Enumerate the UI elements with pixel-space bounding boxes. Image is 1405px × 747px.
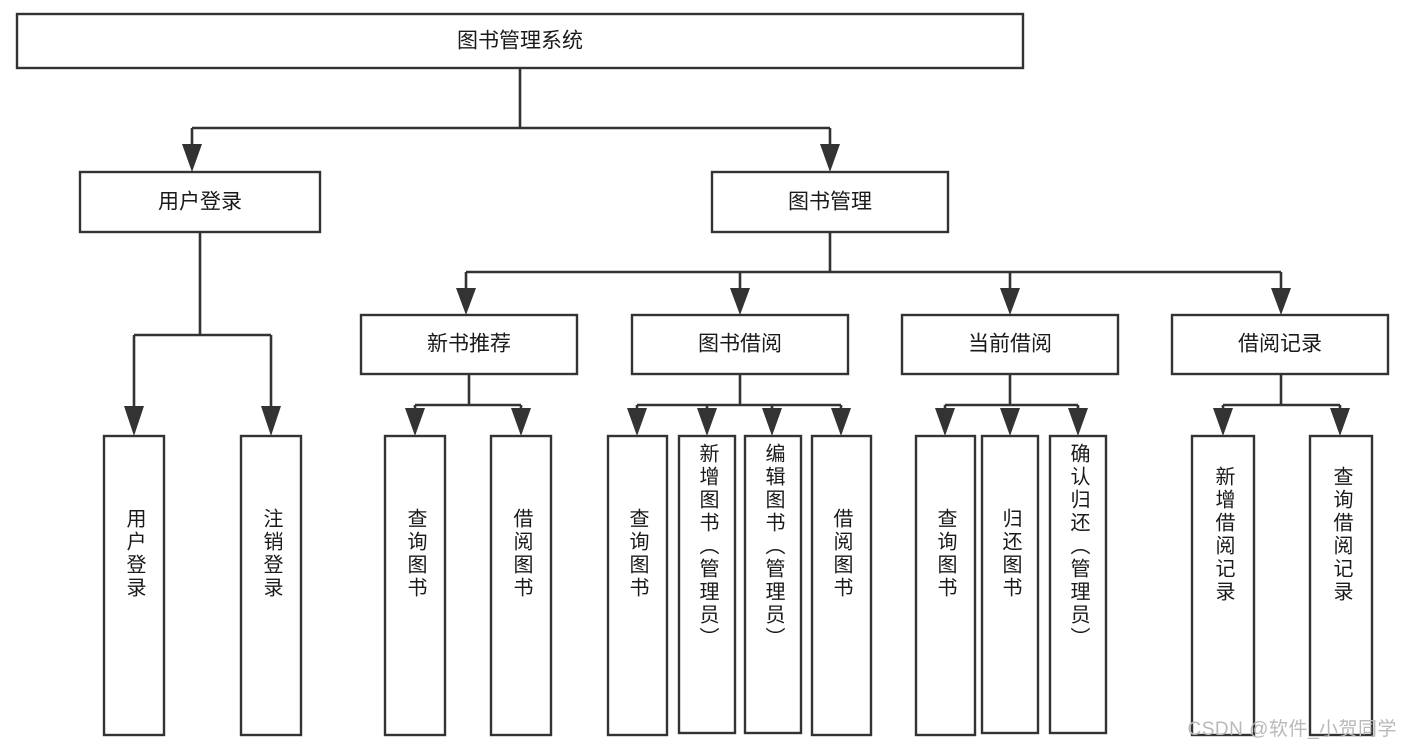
node-box-new-book-recommend[interactable]	[359, 313, 579, 376]
leaf-box-return-book[interactable]	[980, 434, 1040, 735]
node-box-current-borrow[interactable]	[900, 313, 1120, 376]
arrow-to-user-login	[182, 144, 202, 172]
leaf-box-query-book-1[interactable]	[383, 434, 447, 737]
connector-group-book-manage-to-level3	[456, 232, 1291, 315]
connector-group-new-book-recommend-leaves	[405, 374, 531, 436]
arrow-to-leaf-user-login	[124, 406, 144, 436]
arrow-to-book-manage	[820, 144, 840, 172]
node-box-root[interactable]	[15, 12, 1025, 70]
arrow-to-leaf-logout	[261, 406, 281, 436]
connector-group-root-to-level2	[182, 68, 840, 172]
arrow-to-leaf-edit-book	[762, 408, 782, 436]
leaf-box-query-book-3[interactable]	[914, 434, 977, 737]
arrow-to-leaf-query-book-2	[627, 408, 647, 436]
arrow-to-leaf-add-book	[697, 408, 717, 436]
node-box-borrow-record[interactable]	[1170, 313, 1390, 376]
arrow-to-new-book-recommend	[456, 288, 476, 315]
connector-group-book-borrow-leaves	[627, 374, 851, 436]
leaf-box-logout[interactable]	[239, 434, 303, 737]
node-label-current-borrow: 当前借阅	[968, 333, 1052, 356]
leaf-box-borrow-book-1[interactable]	[489, 434, 553, 737]
arrow-to-leaf-query-record	[1330, 408, 1350, 436]
leaf-box-edit-book[interactable]	[743, 434, 803, 735]
node-label-root: 图书管理系统	[457, 30, 583, 53]
node-label-borrow-record: 借阅记录	[1238, 333, 1322, 356]
arrow-to-leaf-borrow-book-2	[831, 408, 851, 436]
node-label-book-manage: 图书管理	[788, 191, 872, 214]
leaf-box-query-book-2[interactable]	[606, 434, 669, 737]
node-box-user-login[interactable]	[78, 170, 322, 234]
connector-group-borrow-record-leaves	[1213, 374, 1350, 436]
arrow-to-leaf-query-book-1	[405, 408, 425, 436]
connector-group-current-borrow-leaves	[935, 374, 1088, 436]
connector-group-user-login-leaves	[124, 232, 281, 436]
leaf-box-user-login[interactable]	[102, 434, 166, 737]
leaf-box-borrow-book-2[interactable]	[810, 434, 873, 737]
arrow-to-leaf-return-book	[1000, 408, 1020, 436]
leaf-box-confirm-return[interactable]	[1048, 434, 1108, 735]
node-box-book-borrow[interactable]	[630, 313, 850, 376]
arrow-to-leaf-borrow-book-1	[511, 408, 531, 436]
node-label-book-borrow: 图书借阅	[698, 333, 782, 356]
arrow-to-borrow-record	[1271, 288, 1291, 315]
arrow-to-leaf-query-book-3	[935, 408, 955, 436]
arrow-to-leaf-add-record	[1213, 408, 1233, 436]
leaf-box-query-record[interactable]	[1308, 434, 1374, 737]
leaf-box-add-record[interactable]	[1190, 434, 1256, 737]
node-label-user-login: 用户登录	[158, 191, 242, 214]
arrow-to-book-borrow	[730, 288, 750, 315]
leaf-box-add-book[interactable]	[677, 434, 737, 735]
node-label-new-book-recommend: 新书推荐	[427, 333, 511, 356]
node-box-book-manage[interactable]	[710, 170, 950, 234]
arrow-to-leaf-confirm-return	[1068, 408, 1088, 436]
arrow-to-current-borrow	[1000, 288, 1020, 315]
watermark-text: CSDN @软件_小贺同学	[1187, 719, 1397, 740]
